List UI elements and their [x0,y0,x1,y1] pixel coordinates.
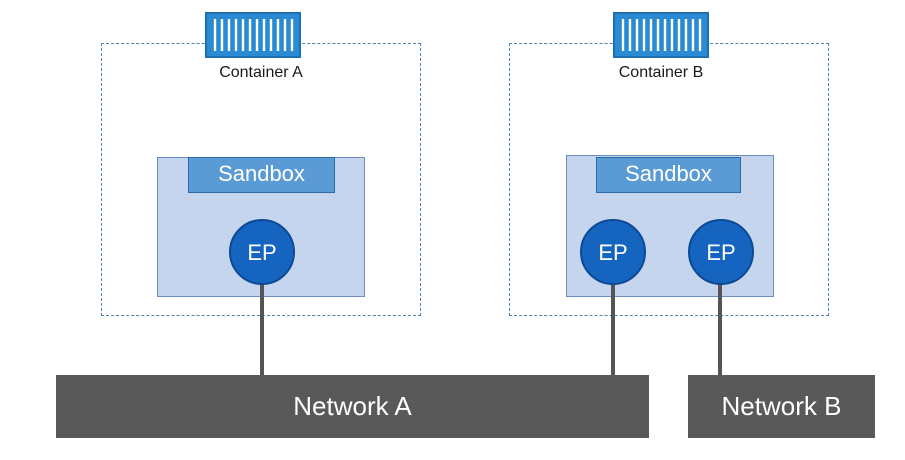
endpoint-a: EP [229,219,295,285]
container-a-label: Container A [219,64,303,81]
wire-ep2-network-a [611,280,615,376]
network-a-bar: Network A [56,375,649,438]
container-b-label: Container B [618,64,704,81]
sandbox-a-label: Sandbox [188,157,335,193]
wire-ep1-network-a [260,280,264,376]
shipping-container-icon [205,12,301,58]
sandbox-b-label: Sandbox [596,157,741,193]
network-b-bar: Network B [688,375,875,438]
endpoint-b1: EP [580,219,646,285]
endpoint-b2: EP [688,219,754,285]
wire-ep3-network-b [718,280,722,376]
shipping-container-icon [613,12,709,58]
